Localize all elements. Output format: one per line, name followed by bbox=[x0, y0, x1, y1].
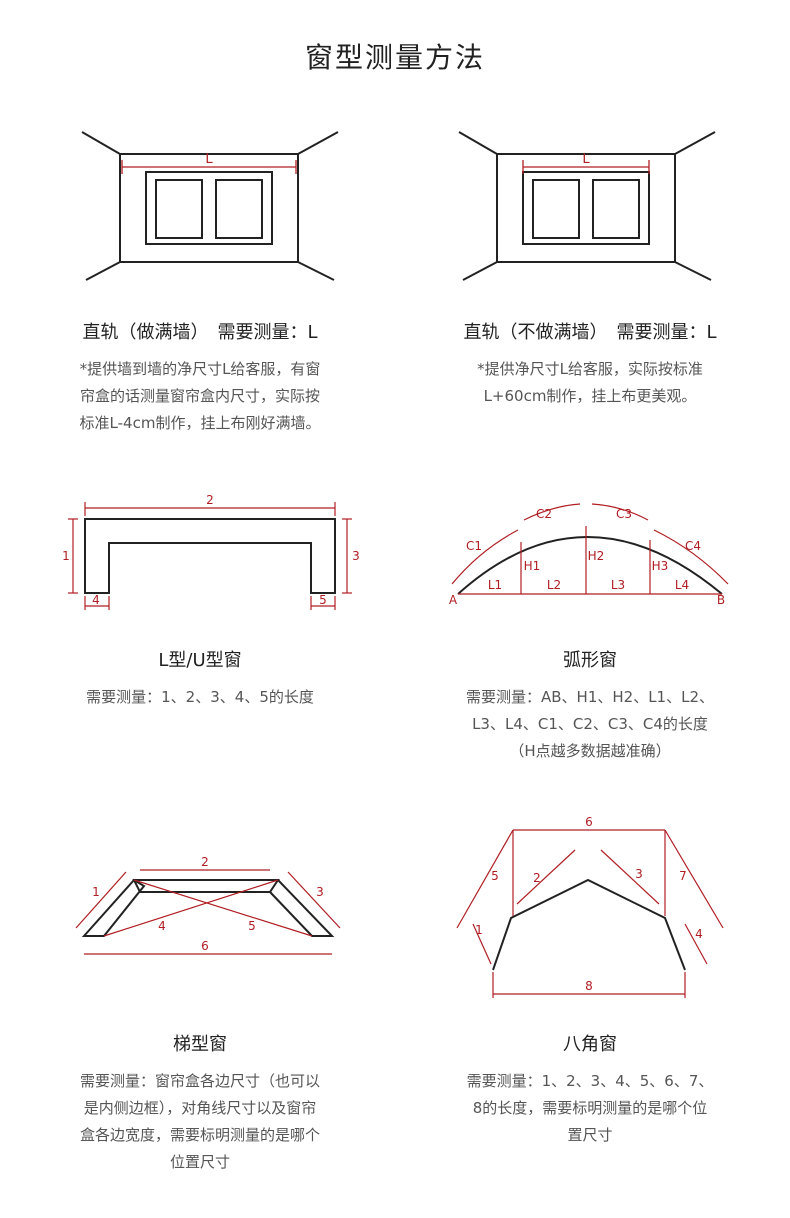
desc-line: 需要测量：1、2、3、4、5、6、7、 bbox=[466, 1072, 714, 1090]
dim-7: 7 bbox=[679, 869, 687, 883]
length-L3: L3 bbox=[611, 578, 625, 592]
caption-u-type: L型/U型窗 bbox=[158, 650, 242, 671]
label-L: L bbox=[582, 152, 590, 167]
desc-arc: 需要测量：AB、H1、H2、L1、L2、 L3、L4、C1、C2、C3、C4的长… bbox=[420, 684, 760, 765]
length-L2: L2 bbox=[547, 578, 561, 592]
page-title: 窗型测量方法 bbox=[304, 41, 485, 74]
dim-1: 1 bbox=[62, 549, 70, 563]
dim-8: 8 bbox=[585, 979, 593, 993]
dim-6: 6 bbox=[585, 816, 593, 829]
caption-straight-full: 直轨（做满墙） 需要测量：L bbox=[82, 322, 318, 343]
octagonal-window-diagram: 6 5 7 2 3 1 4 8 bbox=[456, 816, 724, 998]
desc-line: *提供墙到墙的净尺寸L给客服，有窗 bbox=[79, 360, 321, 378]
straight-rail-full-wall-diagram: L bbox=[81, 131, 339, 281]
dim-2: 2 bbox=[201, 855, 209, 869]
dim-1: 1 bbox=[475, 923, 483, 937]
desc-line: L+60cm制作，挂上布更美观。 bbox=[483, 387, 697, 405]
trapezoid-window-diagram: 1 2 3 4 5 6 bbox=[75, 855, 341, 955]
length-L1: L1 bbox=[488, 578, 502, 592]
desc-line: 位置尺寸 bbox=[169, 1153, 230, 1171]
dim-1: 1 bbox=[92, 885, 100, 899]
arc-C1: C1 bbox=[466, 539, 482, 553]
arc-window-diagram: A B C1 C2 C3 C4 H1 H2 H3 L1 L2 L3 L4 bbox=[449, 503, 729, 607]
desc-line: *提供净尺寸L给客服，实际按标准 bbox=[477, 360, 703, 378]
caption-trapezoid: 梯型窗 bbox=[173, 1034, 227, 1055]
desc-octagonal: 需要测量：1、2、3、4、5、6、7、 8的长度，需要标明测量的是哪个位 置尺寸 bbox=[420, 1068, 760, 1149]
dim-4: 4 bbox=[158, 919, 166, 933]
desc-line: 需要测量：1、2、3、4、5的长度 bbox=[86, 688, 314, 706]
desc-line: 标准L-4cm制作，挂上布刚好满墙。 bbox=[79, 414, 321, 432]
desc-line: L3、L4、C1、C2、C3、C4的长度 bbox=[472, 715, 708, 733]
caption-straight-partial: 直轨（不做满墙） 需要测量：L bbox=[463, 322, 717, 343]
desc-line: 需要测量：窗帘盒各边尺寸（也可以 bbox=[79, 1072, 320, 1090]
dim-6: 6 bbox=[201, 939, 209, 953]
u-type-window-diagram: 2 1 3 4 5 bbox=[62, 493, 360, 610]
point-A: A bbox=[449, 593, 458, 607]
point-B: B bbox=[717, 593, 725, 607]
desc-line: 需要测量：AB、H1、H2、L1、L2、 bbox=[466, 688, 714, 706]
desc-straight-partial: *提供净尺寸L给客服，实际按标准 L+60cm制作，挂上布更美观。 bbox=[420, 356, 760, 410]
desc-straight-full: *提供墙到墙的净尺寸L给客服，有窗 帘盒的话测量窗帘盒内尺寸，实际按 标准L-4… bbox=[40, 356, 360, 437]
desc-u-type: 需要测量：1、2、3、4、5的长度 bbox=[40, 684, 360, 711]
height-H1: H1 bbox=[524, 559, 541, 573]
straight-rail-partial-diagram: L bbox=[458, 131, 716, 281]
dim-4: 4 bbox=[92, 593, 100, 607]
dim-4: 4 bbox=[695, 927, 703, 941]
desc-line: 是内侧边框），对角线尺寸以及窗帘 bbox=[83, 1099, 317, 1117]
dim-2: 2 bbox=[206, 493, 214, 507]
label-L: L bbox=[205, 152, 213, 167]
dim-3: 3 bbox=[352, 549, 360, 563]
dim-3: 3 bbox=[316, 885, 324, 899]
desc-line: 置尺寸 bbox=[567, 1126, 613, 1144]
desc-line: （H点越多数据越准确） bbox=[509, 742, 671, 760]
arc-C3: C3 bbox=[616, 507, 632, 521]
height-H3: H3 bbox=[652, 559, 669, 573]
arc-C4: C4 bbox=[685, 539, 701, 553]
desc-trapezoid: 需要测量：窗帘盒各边尺寸（也可以 是内侧边框），对角线尺寸以及窗帘 盒各边宽度，… bbox=[40, 1068, 360, 1176]
dim-3: 3 bbox=[635, 867, 643, 881]
desc-line: 盒各边宽度，需要标明测量的是哪个 bbox=[79, 1126, 320, 1144]
desc-line: 8的长度，需要标明测量的是哪个位 bbox=[472, 1099, 708, 1117]
dim-5: 5 bbox=[248, 919, 256, 933]
length-L4: L4 bbox=[675, 578, 689, 592]
dim-5: 5 bbox=[491, 869, 499, 883]
caption-octagonal: 八角窗 bbox=[563, 1034, 617, 1055]
dim-2: 2 bbox=[533, 871, 541, 885]
height-H2: H2 bbox=[588, 549, 605, 563]
dim-5: 5 bbox=[319, 593, 327, 607]
caption-arc: 弧形窗 bbox=[563, 650, 617, 671]
arc-C2: C2 bbox=[536, 507, 552, 521]
desc-line: 帘盒的话测量窗帘盒内尺寸，实际按 bbox=[79, 387, 320, 405]
